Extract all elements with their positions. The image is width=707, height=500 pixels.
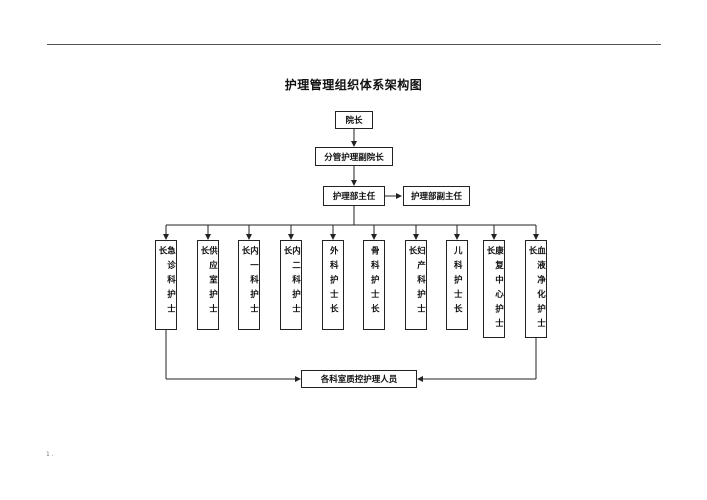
node-head-nurse-pediatrics: 儿科护士长	[446, 240, 468, 330]
node-head-nurse-surgery: 外科护士长	[322, 240, 344, 330]
node-head-nurse-rehab: 康复中心护士长	[483, 240, 505, 338]
head-nurse-label: 供应室护士长	[199, 246, 218, 319]
node-vice-dean: 分管护理副院长	[315, 147, 393, 166]
chart-title: 护理管理组织体系架构图	[284, 78, 423, 92]
node-deputy-director: 护理部副主任	[403, 186, 470, 206]
node-dean: 院长	[335, 111, 373, 129]
node-head-nurse-obstetrics: 妇产科护士长	[405, 240, 427, 330]
node-head-nurse-internal-1: 内一科护士长	[238, 240, 260, 330]
head-nurse-label: 外科护士长	[328, 246, 339, 319]
head-nurse-label: 内二科护士长	[282, 246, 301, 319]
head-nurse-label: 内一科护士长	[240, 246, 259, 319]
node-staff: 各科室质控护理人员	[301, 370, 417, 388]
node-head-nurse-emergency: 急诊科护士长	[155, 240, 177, 330]
head-nurse-label: 骨科护士长	[369, 246, 380, 319]
head-nurse-label: 康复中心护士长	[485, 246, 504, 333]
head-nurse-label: 妇产科护士长	[407, 246, 426, 319]
header-rule	[47, 44, 661, 45]
node-head-nurse-supply: 供应室护士长	[197, 240, 219, 330]
node-director: 护理部主任	[323, 186, 385, 206]
node-head-nurse-orthopedics: 骨科护士长	[363, 240, 385, 330]
corner-mark-bottom: 1 .	[46, 451, 54, 458]
corner-mark-top: .	[656, 37, 658, 44]
head-nurse-label: 急诊科护士长	[157, 246, 176, 319]
head-nurse-label: 儿科护士长	[452, 246, 463, 319]
node-head-nurse-internal-2: 内二科护士长	[280, 240, 302, 330]
node-head-nurse-dialysis: 血液净化护士长	[525, 240, 547, 338]
head-nurse-label: 血液净化护士长	[527, 246, 546, 333]
